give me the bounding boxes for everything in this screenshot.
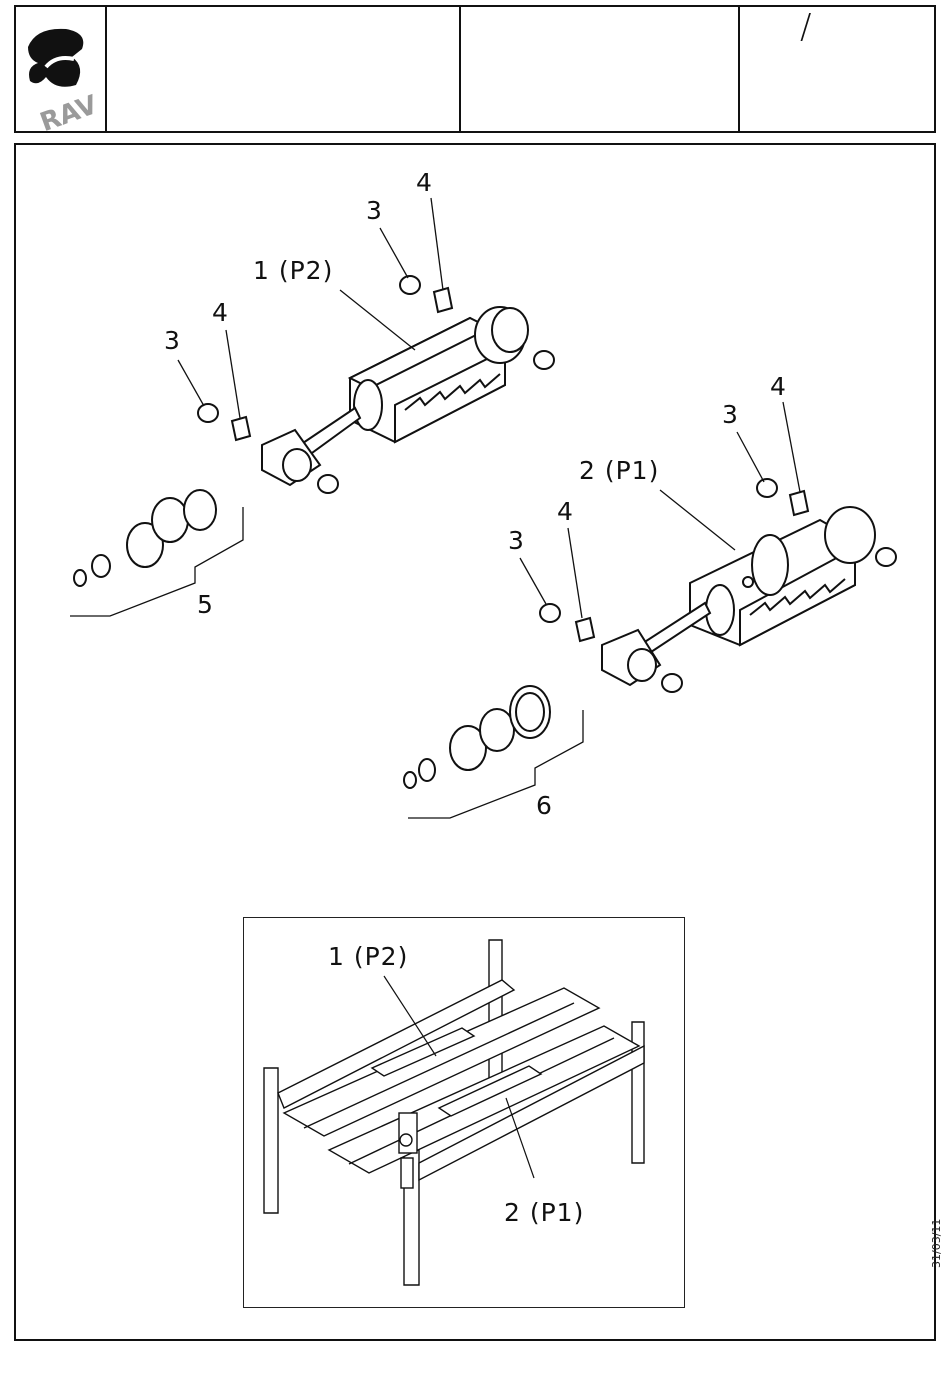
label-part-3: 3	[164, 328, 181, 353]
seal-kit-6-drawing	[404, 686, 550, 788]
label-part-4: 4	[416, 170, 433, 195]
label-cylinder-2: 2 (P1)	[579, 458, 659, 483]
label-seal-kit-6: 6	[536, 793, 553, 818]
label-part-4: 4	[212, 300, 229, 325]
label-part-3: 3	[366, 198, 383, 223]
label-seal-kit-5: 5	[197, 592, 214, 617]
label-part-4: 4	[557, 499, 574, 524]
label-part-3: 3	[722, 402, 739, 427]
inset-label-cylinder-1: 1 (P2)	[328, 944, 408, 969]
label-part-3: 3	[508, 528, 525, 553]
label-part-4: 4	[770, 374, 787, 399]
cylinder-2-drawing	[540, 479, 896, 692]
inset-label-cylinder-2: 2 (P1)	[504, 1200, 584, 1225]
revision-date: 31/03/11	[930, 1219, 943, 1268]
cylinder-1-drawing	[198, 276, 554, 493]
label-cylinder-1: 1 (P2)	[253, 258, 333, 283]
lift-drawing	[244, 918, 686, 1309]
lift-overview-inset: 1 (P2) 2 (P1)	[243, 917, 685, 1308]
